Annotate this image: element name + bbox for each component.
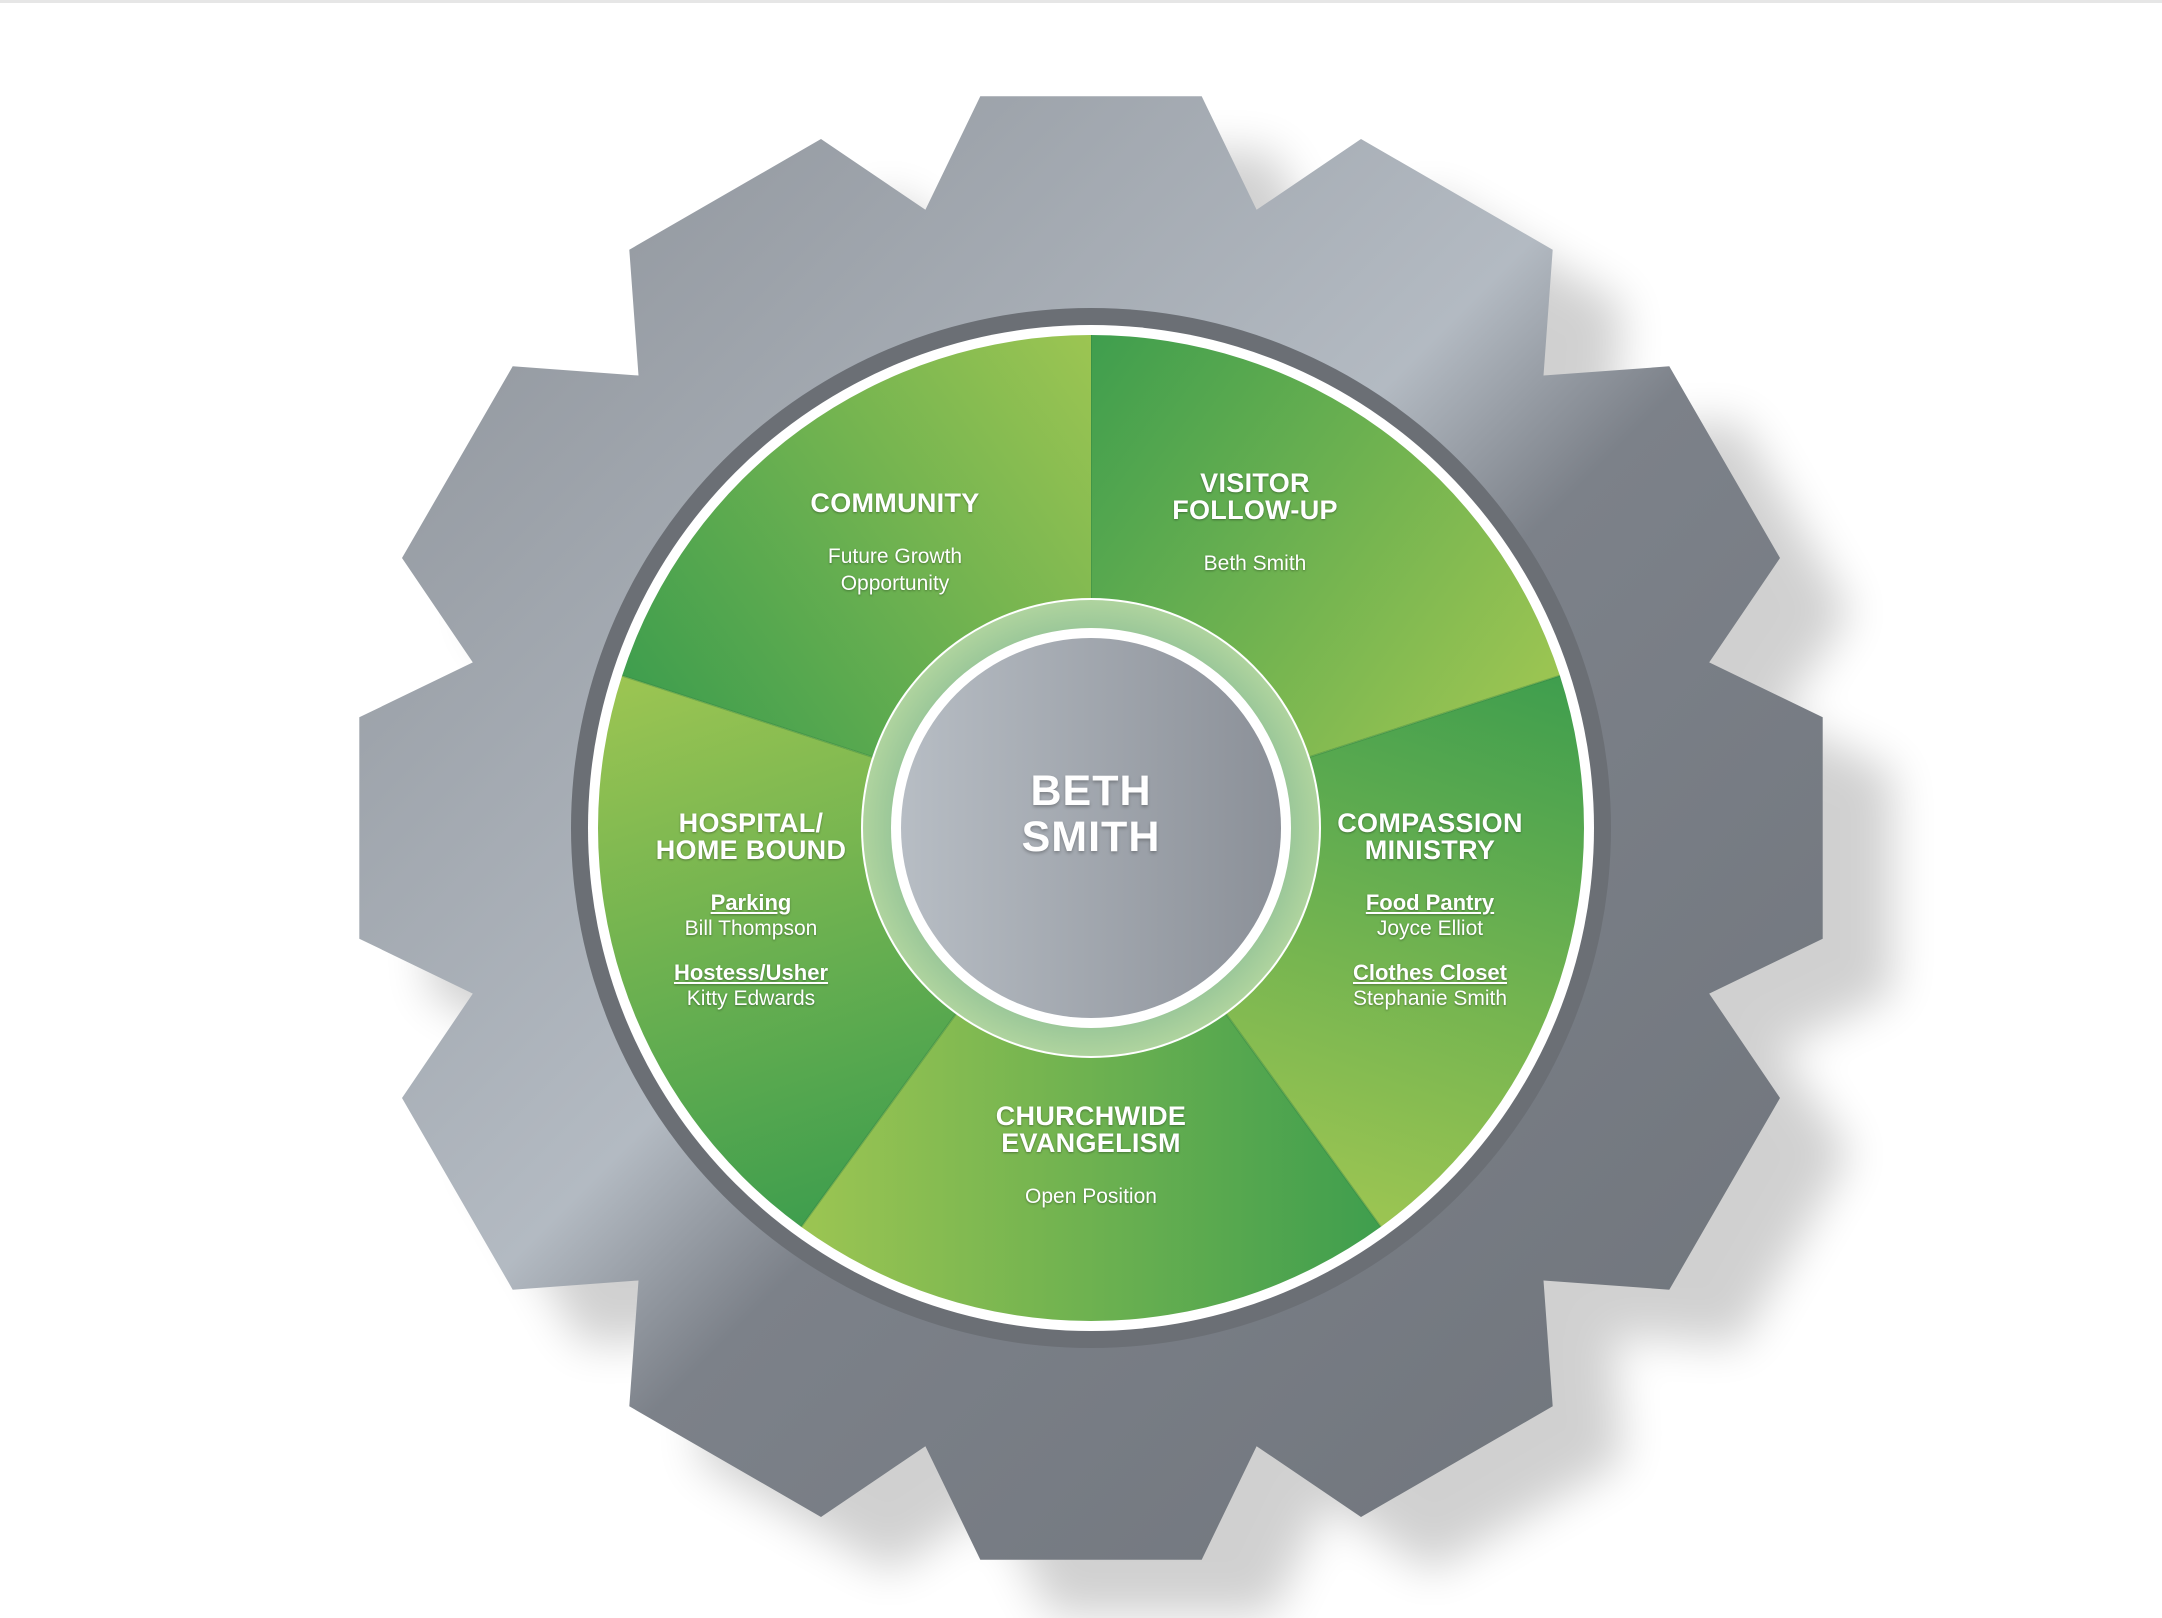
role-title: Parking (710, 890, 792, 915)
segment-title: EVANGELISM (1001, 1128, 1181, 1158)
segment-title: CHURCHWIDE (995, 1101, 1187, 1131)
segment-compassion-ministry: COMPASSION MINISTRY Food Pantry Joyce El… (1337, 810, 1523, 1012)
role-person: Bill Thompson (684, 917, 818, 940)
segment-seam (800, 1013, 957, 1228)
center-name: BETH SMITH (1022, 768, 1161, 860)
segment-title: FOLLOW-UP (1172, 495, 1338, 525)
segment-evangelism-wedge (801, 1014, 1381, 1321)
role-title: Clothes Closet (1352, 960, 1508, 985)
segment-hospital-wedge (598, 675, 956, 1227)
segment-title: COMMUNITY (810, 488, 980, 518)
segment-title: COMPASSION (1337, 808, 1523, 838)
role-person: Kitty Edwards (686, 987, 816, 1010)
segment-person: Beth Smith (1203, 552, 1307, 575)
role-person: Stephanie Smith (1352, 987, 1508, 1010)
segment-title: HOME BOUND (655, 835, 847, 865)
segment-seam (621, 674, 873, 758)
segment-title: VISITOR (1200, 468, 1310, 498)
segment-text-line: Future Growth (827, 545, 963, 568)
role-title: Food Pantry (1365, 890, 1495, 915)
top-divider (0, 0, 2162, 3)
center-name-line2: SMITH (1021, 813, 1161, 861)
segment-title: HOSPITAL/ (678, 808, 824, 838)
segment-person: Open Position (1025, 1185, 1157, 1208)
segment-seam (1225, 1013, 1382, 1228)
role-title: Hostess/Usher (673, 960, 829, 985)
segment-seam (1309, 674, 1561, 758)
hub-center (901, 638, 1281, 1018)
segment-community-wedge (622, 335, 1091, 757)
segment-compassion-wedge (1226, 675, 1584, 1227)
segment-visitor-follow-up: VISITOR FOLLOW-UP Beth Smith (1172, 470, 1338, 577)
segment-visitor-wedge (1091, 335, 1560, 757)
segment-community: COMMUNITY Future Growth Opportunity (810, 490, 979, 597)
role-person: Joyce Elliot (1376, 917, 1484, 940)
pie-segments (598, 335, 1584, 1321)
segment-churchwide-evangelism: CHURCHWIDE EVANGELISM Open Position (996, 1103, 1186, 1210)
segment-text-line: Opportunity (840, 572, 950, 595)
center-name-line1: BETH (1030, 767, 1152, 815)
segment-hospital-home-bound: HOSPITAL/ HOME BOUND Parking Bill Thomps… (656, 810, 847, 1012)
segment-title: MINISTRY (1364, 835, 1496, 865)
